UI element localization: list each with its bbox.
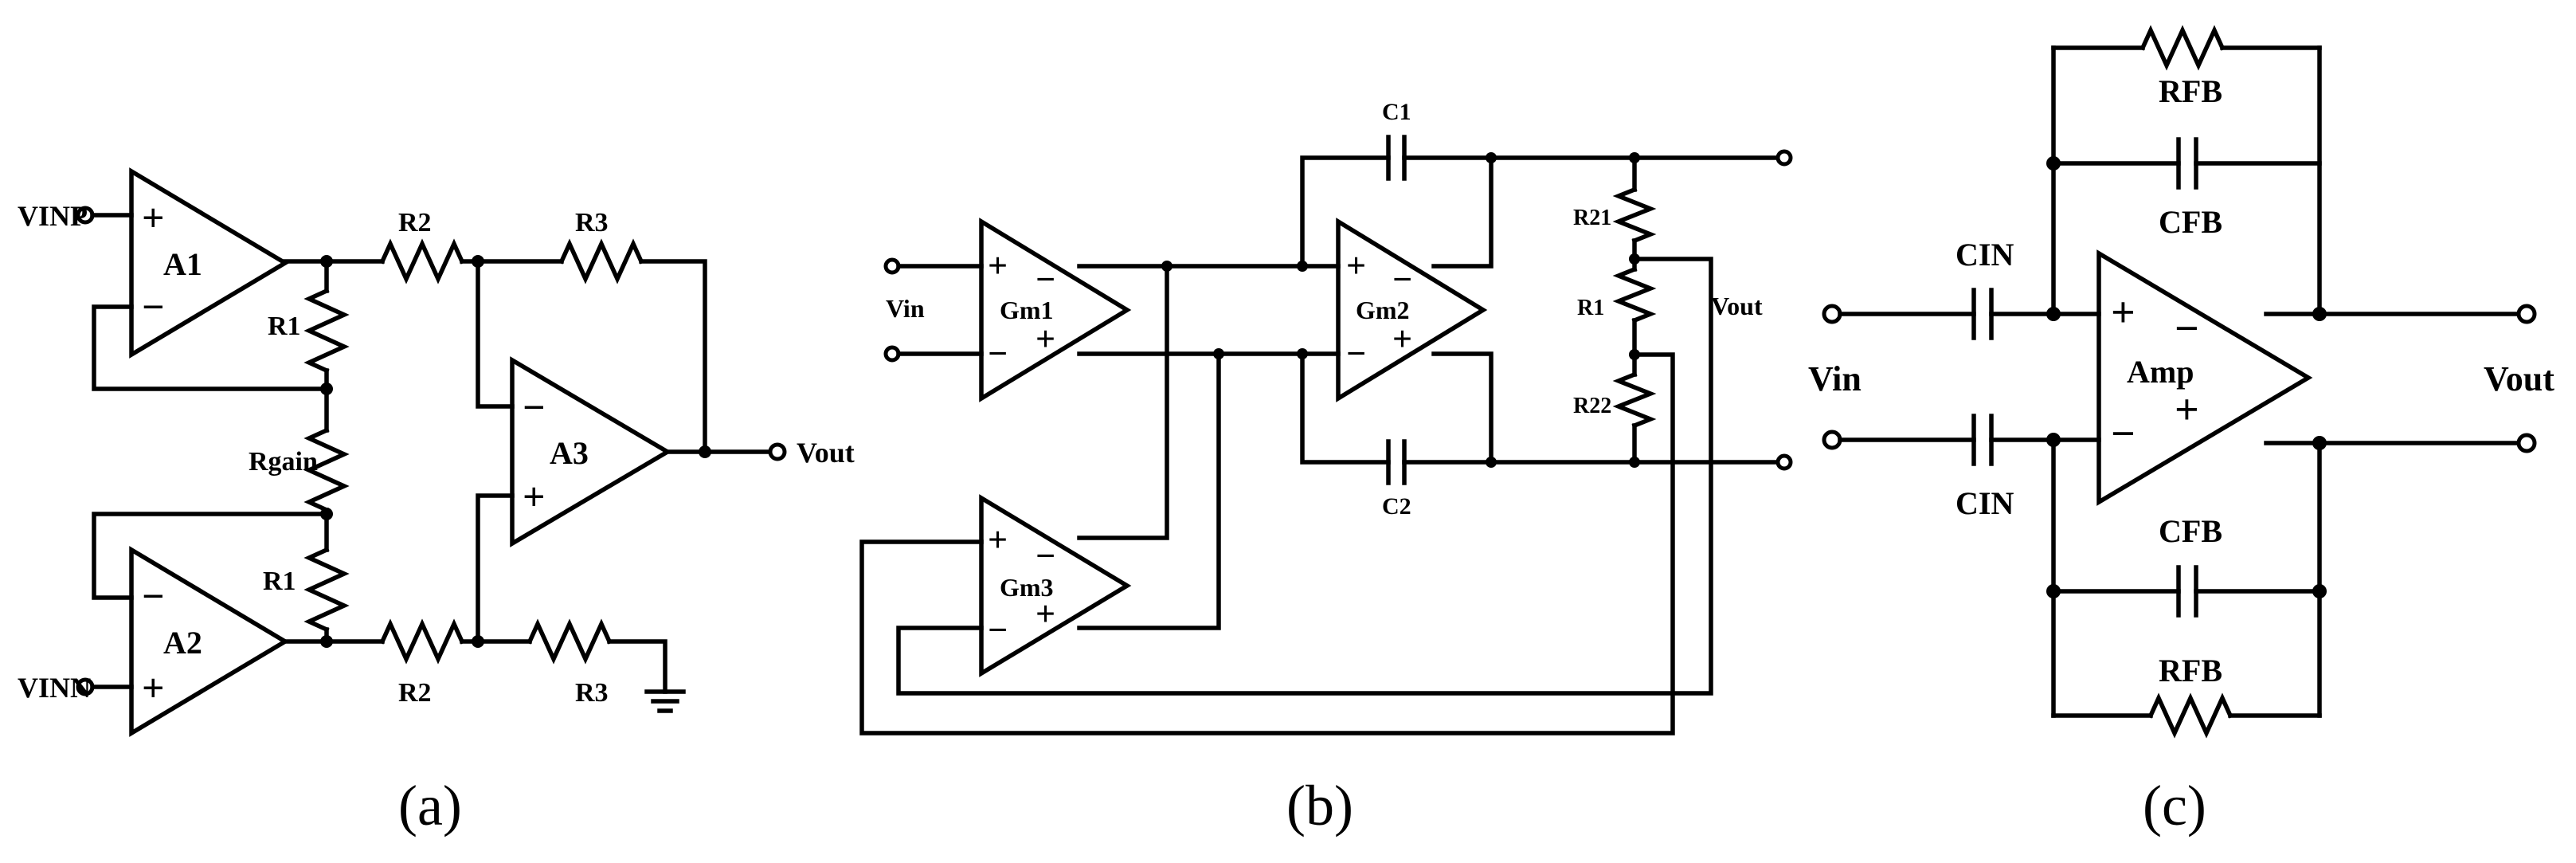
amp-block [2096,249,2313,506]
amp-out-plus: + [2175,386,2199,433]
gm3-label: Gm3 [1000,573,1054,602]
opamp-a2-label: A2 [163,625,202,661]
vinn-label: VINN [18,672,91,704]
vout-terminal-a [768,442,787,461]
a3-minus-sign: − [523,385,546,430]
opamp-a1 [129,167,290,359]
cin-top-label: CIN [1955,237,2014,273]
r1-top-label: R1 [268,312,301,341]
vout-minus-terminal-c [2516,433,2537,453]
amp-out-minus: − [2175,304,2199,352]
r1-label-b: R1 [1577,296,1604,320]
r3-bottom-label: R3 [575,678,609,708]
a1-minus-sign: − [142,284,165,329]
c1-label: C1 [1382,99,1411,125]
a3-plus-sign: + [523,474,546,519]
vout-plus-terminal [1775,149,1793,167]
vout-label-b: Vout [1711,292,1763,320]
vout-minus-terminal [1775,453,1793,471]
gm3-block [979,494,1132,677]
gm1-in-minus: − [988,334,1008,373]
r21-label: R21 [1573,206,1611,230]
opamp-a1-label: A1 [163,246,202,282]
gm1-in-plus: + [988,246,1008,285]
gm2-out-plus: + [1392,320,1412,359]
vin-label-b: Vin [886,294,925,323]
r2-bottom-label: R2 [398,678,432,708]
gm1-out-plus: + [1035,320,1055,359]
r2-top-label: R2 [398,208,432,237]
gm1-block [979,218,1132,402]
caption-c: (c) [2143,774,2206,838]
cfb-bottom-label: CFB [2159,513,2222,549]
vin-label-c: Vin [1808,359,1862,398]
cin-bottom-label: CIN [1955,485,2014,521]
opamp-a3-label: A3 [550,435,589,471]
gm2-block [1336,218,1488,402]
gm1-label: Gm1 [1000,296,1054,324]
cfb-top-label: CFB [2159,204,2222,240]
a1-plus-sign: + [142,195,165,240]
amp-in-plus: + [2111,288,2136,336]
rgain-label: Rgain [249,447,318,477]
vout-plus-terminal-c [2516,304,2537,324]
amp-in-minus: − [2111,410,2136,457]
a2-plus-sign: + [142,665,165,710]
rfb-bottom-label: RFB [2159,653,2222,688]
gm2-in-plus: + [1346,246,1366,285]
amp-label: Amp [2127,354,2194,390]
vin-plus-terminal-c [1822,304,1842,324]
gm2-in-minus: − [1346,334,1366,373]
vout-label-c: Vout [2484,359,2554,398]
rfb-top-label: RFB [2159,73,2222,109]
panel-b-gm-c-filter: Gm1 + − − + Gm2 + − − + Gm3 + − − + [859,99,1793,838]
gm3-out-minus: − [1035,536,1055,575]
a2-minus-sign: − [142,574,165,618]
panel-c-capacitive-feedback-amplifier: Amp + − − + [1808,25,2554,838]
caption-b: (b) [1286,774,1353,838]
gm1-out-minus: − [1035,260,1055,299]
panel-a-instrumentation-amplifier: A1 + − A2 − + A3 − + [18,167,855,838]
c2-label: C2 [1382,493,1411,520]
gm3-in-minus: − [988,610,1008,649]
vin-minus-terminal-c [1822,430,1842,450]
opamp-a3 [510,356,672,547]
opamp-a2 [129,546,290,737]
caption-a: (a) [398,774,462,838]
gm2-label: Gm2 [1356,296,1410,324]
vinp-label: VINP [18,200,88,232]
gm3-out-plus: + [1035,594,1055,634]
r1-bottom-label: R1 [263,567,296,596]
vout-label-a: Vout [797,437,855,469]
r22-label: R22 [1573,394,1611,418]
r3-top-label: R3 [575,208,609,237]
gm2-out-minus: − [1392,260,1412,299]
gm3-in-plus: + [988,520,1008,559]
